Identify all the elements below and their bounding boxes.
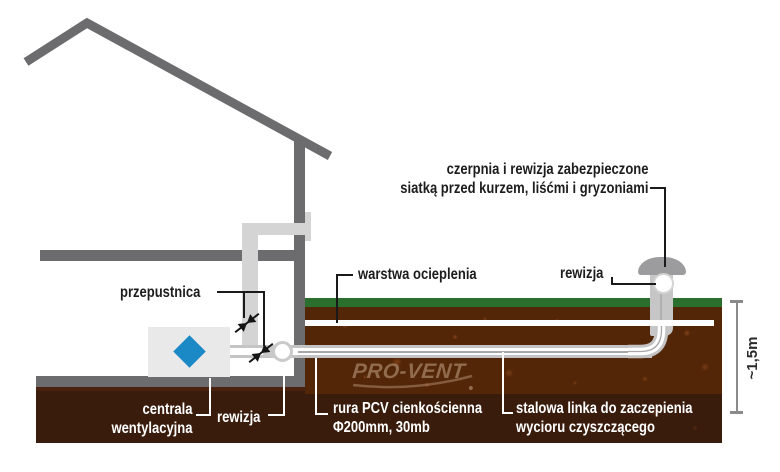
house-wall [294, 141, 305, 387]
cable-line2: wycioru czyszczącego [516, 419, 655, 436]
ahu-line2: wentylacyjna [110, 420, 192, 437]
pipe-elbow-icon [628, 322, 669, 359]
insulation-label: warstwa ocieplenia [358, 266, 477, 283]
insulation-strip [305, 320, 714, 326]
damper-icon [232, 308, 262, 338]
depth-dimension-label: ~1,5m [744, 336, 761, 380]
leader-inspection-bottom-h [268, 414, 285, 416]
leader-insulation-v [336, 274, 338, 323]
leader-intake-v [664, 187, 666, 267]
leader-cable-h [502, 412, 513, 414]
intake-note-label: czerpnia i rewizja zabezpieczone siatką … [400, 160, 648, 198]
leader-intake-h [650, 187, 666, 189]
leader-pipe-h [315, 413, 328, 415]
pipe-line2: Φ200mm, 30mb [333, 419, 430, 436]
dimension-line [736, 301, 738, 414]
ahu-line1: centrala [142, 401, 192, 418]
leader-damper-2 [263, 291, 265, 346]
leader-ahu-v [209, 378, 211, 416]
leader-inspection-top-v [611, 277, 613, 285]
leader-ahu-h [196, 414, 211, 416]
leader-insulation-h [336, 274, 353, 276]
soil-under-house [36, 387, 305, 443]
inspection-bottom-label: rewizja [217, 409, 261, 426]
leader-inspection-bottom-v [283, 363, 285, 416]
exhaust-outlet-icon [305, 212, 311, 241]
grass-layer [305, 298, 722, 307]
steel-cable-riser [660, 294, 662, 322]
house-floor [36, 376, 305, 387]
inspection-port-indoor-icon [272, 341, 293, 362]
air-intake-cap-icon [638, 257, 686, 275]
steel-cable-line [298, 351, 652, 353]
inspection-port-outdoor-icon [653, 273, 674, 294]
watermark-swoosh-icon [352, 374, 473, 389]
intake-note-line1: czerpnia i rewizja zabezpieczone [446, 161, 648, 178]
leader-damper [217, 291, 264, 293]
intake-note-line2: siatką przed kurzem, liśćmi i gryzoniami [399, 180, 648, 197]
damper-icon [246, 338, 276, 368]
pipe-line1: rura PCV cienkościenna [333, 400, 483, 417]
cable-label: stalowa linka do zaczepienia wycioru czy… [516, 399, 693, 437]
house-ceiling [40, 250, 294, 261]
watermark-text: PRO-VENT [351, 360, 467, 383]
damper-label: przepustnica [120, 284, 201, 301]
exhaust-duct [242, 223, 306, 235]
soil-deep-layer [305, 394, 722, 443]
roof-icon [23, 17, 333, 160]
dimension-tick-bottom [730, 411, 743, 414]
leader-damper-1 [243, 291, 245, 318]
inspection-top-label: rewizja [560, 265, 604, 282]
pipe-label: rura PCV cienkościenna Φ200mm, 30mb [333, 399, 482, 437]
dimension-tick-top [730, 300, 743, 303]
cable-line1: stalowa linka do zaczepienia [516, 400, 693, 417]
brand-watermark: PRO-VENT [350, 360, 478, 394]
leader-pipe-v [315, 358, 317, 415]
leader-cable-v [502, 352, 504, 414]
ahu-label: centrala wentylacyjna [111, 400, 192, 438]
leader-inspection-top-h [611, 283, 656, 285]
